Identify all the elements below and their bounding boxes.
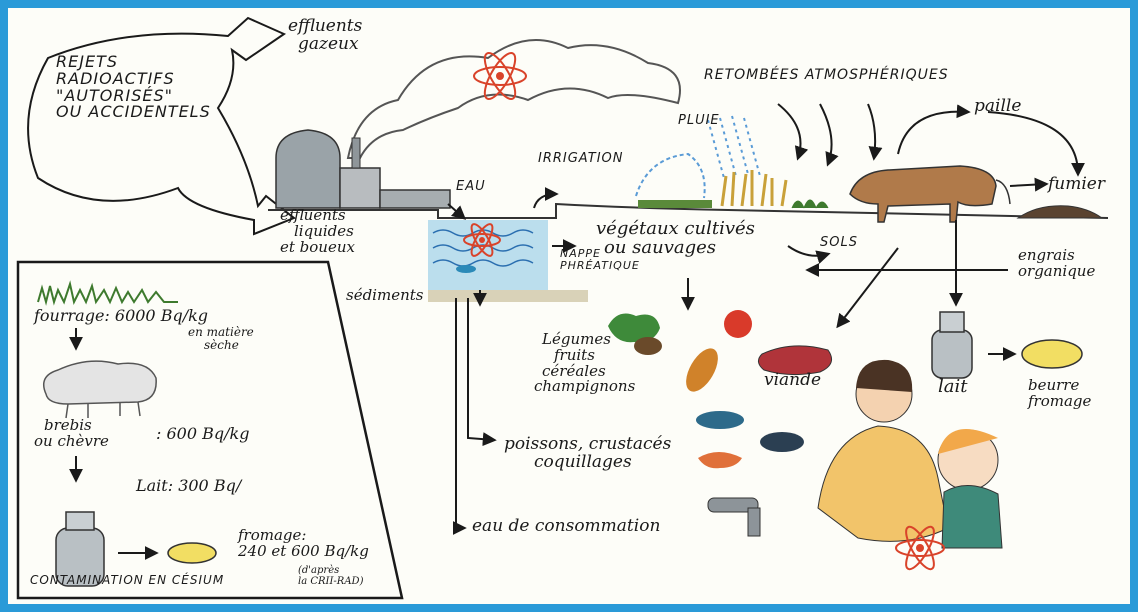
- tap: [707, 497, 761, 537]
- fourrage-label: fourrage: 6000 Bq/kg: [34, 306, 209, 325]
- meat: [758, 345, 833, 376]
- crops: [638, 170, 829, 209]
- irrigation-label: IRRIGATION: [538, 151, 624, 166]
- diagram-graphics: [16, 16, 1109, 600]
- apple: [724, 310, 752, 338]
- rejets-outline-arrow: [27, 16, 296, 236]
- atom-symbol-cloud: [473, 52, 527, 100]
- rain: [707, 115, 761, 179]
- eau-consommation-label: eau de consommation: [472, 516, 661, 536]
- fumier-label: fumier: [1048, 174, 1105, 194]
- atom-symbol-meal: [895, 525, 945, 571]
- milk-jug-inset: [55, 511, 105, 587]
- irrigation-spray: [635, 152, 706, 199]
- lait-value-label: Lait: 300 Bq/: [136, 476, 242, 495]
- milk-jug: [931, 311, 973, 379]
- viande-label: viande: [764, 370, 822, 390]
- power-plant: [275, 129, 451, 209]
- gas-plume: [346, 39, 681, 159]
- contamination-caption: CONTAMINATION EN CÉSIUM: [30, 573, 225, 587]
- cheese: [1021, 339, 1083, 369]
- bread: [686, 348, 718, 392]
- vegetables: [608, 313, 660, 343]
- shrimp: [698, 452, 742, 469]
- brebis-value-label: : 600 Bq/kg: [156, 424, 250, 443]
- grass-sketch: [37, 280, 178, 306]
- retombees-label: RETOMBÉES ATMOSPHÉRIQUES: [704, 67, 949, 83]
- paille-label: paille: [974, 96, 1022, 116]
- sols-label: SOLS: [820, 235, 858, 250]
- sediment-layer: [428, 290, 588, 302]
- mushroom: [634, 337, 662, 355]
- lait-label: lait: [938, 376, 968, 397]
- fish: [696, 411, 744, 429]
- atom-symbol-water: [463, 223, 501, 257]
- sheep-sketch: [43, 360, 157, 419]
- pluie-label: PLUIE: [678, 113, 720, 128]
- terrain: [268, 202, 1109, 219]
- cheese-inset: [167, 542, 217, 564]
- arrows: [69, 103, 1085, 560]
- fromage-label: fromage:240 et 600 Bq/kg: [238, 526, 369, 560]
- inset-panel: [16, 260, 404, 600]
- sediments-label: sédiments: [346, 286, 424, 304]
- mother-child: [817, 359, 1003, 549]
- mussel: [760, 432, 804, 452]
- cow: [849, 165, 1011, 223]
- eau-label: EAU: [456, 179, 486, 194]
- manure-pile: [1016, 205, 1104, 219]
- fish-water: [456, 265, 476, 273]
